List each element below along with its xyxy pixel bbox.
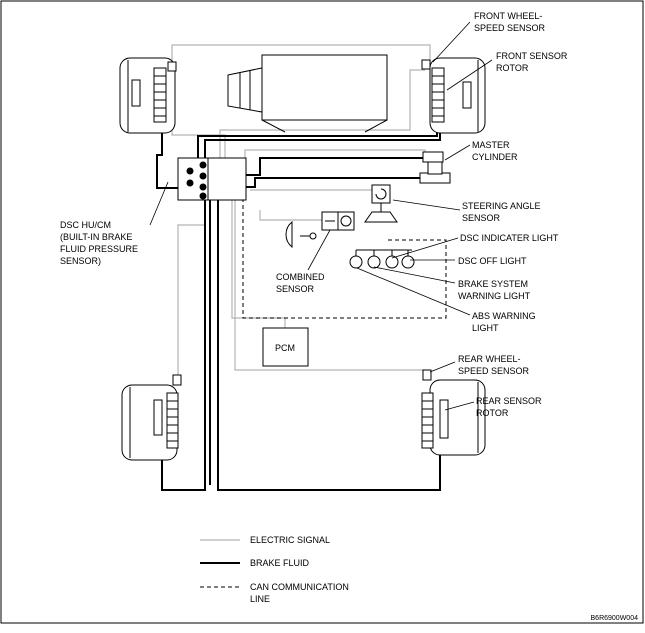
legend-brake-fluid-label: BRAKE FLUID xyxy=(250,558,310,568)
pcm: PCM xyxy=(262,327,309,367)
can-communication-lines xyxy=(242,198,447,319)
rear-left-wheel xyxy=(121,374,182,461)
combined-sensor xyxy=(321,211,355,231)
rear-left-wheel-speed-sensor xyxy=(172,374,182,386)
dsc-indicater-light-label: DSC INDICATER LIGHT xyxy=(460,233,559,243)
front-right-wheel xyxy=(421,57,486,134)
rear-right-sensor-rotor xyxy=(421,392,434,449)
rear-wheel-speed-sensor-label: REAR WHEEL- SPEED SENSOR xyxy=(458,354,530,376)
pcm-label: PCM xyxy=(275,343,295,353)
dsc-off-light-bulb xyxy=(401,255,415,269)
dsc-hu-cm-label: DSC HU/CM (BUILT-IN BRAKE FLUID PRESSURE… xyxy=(60,220,141,266)
combined-sensor-label: COMBINED SENSOR xyxy=(276,272,327,294)
legend-electric-signal-label: ELECTRIC SIGNAL xyxy=(250,535,330,545)
dsc-off-light-label: DSC OFF LIGHT xyxy=(458,256,527,266)
engine-block xyxy=(227,54,388,133)
front-wheel-speed-sensor-label: FRONT WHEEL- SPEED SENSOR xyxy=(474,11,546,33)
front-left-wheel xyxy=(119,57,177,134)
brake-system-warning-light-label: BRAKE SYSTEM WARNING LIGHT xyxy=(458,279,531,301)
abs-warning-light-label: ABS WARNING LIGHT xyxy=(472,311,538,333)
brake-system-warning-light-bulb xyxy=(367,255,381,269)
front-left-wheel-speed-sensor xyxy=(167,61,177,72)
legend: ELECTRIC SIGNAL BRAKE FLUID CAN COMMUNIC… xyxy=(200,535,351,604)
front-right-wheel-speed-sensor xyxy=(421,59,431,70)
abs-warning-light-bulb xyxy=(349,255,363,269)
legend-can-line-label: CAN COMMUNICATION LINE xyxy=(250,582,351,604)
rear-left-sensor-rotor xyxy=(166,392,179,449)
leader-lines xyxy=(149,21,493,411)
warning-lights xyxy=(349,249,415,269)
master-cylinder xyxy=(419,151,451,184)
steering-angle-sensor xyxy=(364,184,398,223)
front-sensor-rotor-label: FRONT SENSOR ROTOR xyxy=(496,51,570,73)
component-labels: FRONT WHEEL- SPEED SENSOR FRONT SENSOR R… xyxy=(60,11,570,418)
master-cylinder-label: MASTER CYLINDER xyxy=(472,140,518,162)
actuator-symbol xyxy=(285,220,317,249)
dsc-hu-cm xyxy=(177,157,247,201)
rear-sensor-rotor-label: REAR SENSOR ROTOR xyxy=(476,396,544,418)
steering-angle-sensor-label: STEERING ANGLE SENSOR xyxy=(462,201,543,223)
figure-code: B6R6900W004 xyxy=(591,615,639,622)
rear-right-wheel-speed-sensor xyxy=(422,369,432,381)
rear-right-wheel xyxy=(421,369,486,456)
